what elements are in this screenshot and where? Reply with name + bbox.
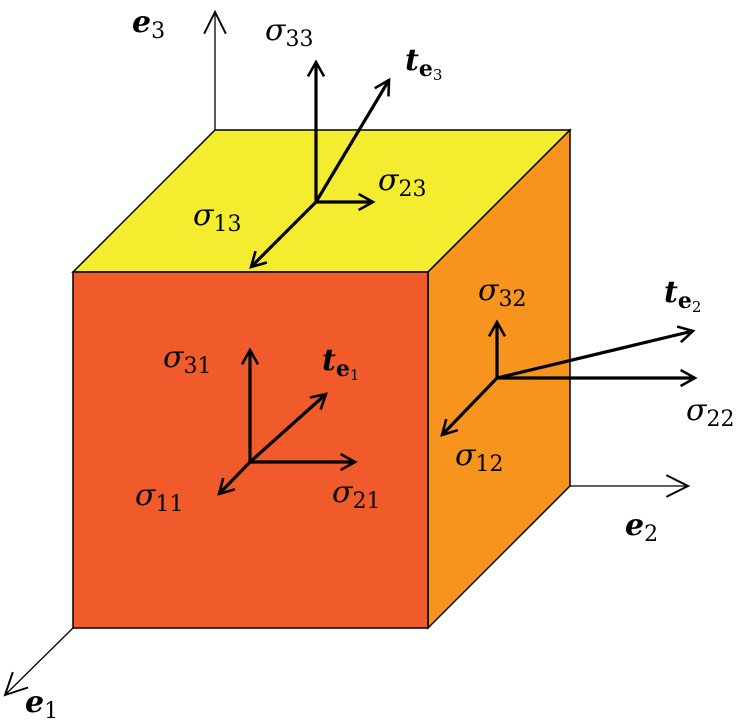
traction-e3-arrow: [314, 77, 391, 203]
sigma32-label: σ32: [478, 273, 526, 312]
sigma13-label: σ13: [193, 198, 241, 237]
sigma12-arrow: [440, 376, 499, 437]
sigma11-arrow: [217, 460, 252, 496]
e3-label: e3: [132, 5, 165, 44]
sigma13-arrow: [249, 200, 318, 269]
sigma23-label: σ23: [378, 163, 426, 202]
sigma21-label: σ21: [332, 475, 380, 514]
e1-axis: [5, 627, 74, 695]
sigma12-label: σ12: [455, 438, 503, 477]
traction-e2-arrow: [496, 325, 696, 380]
traction-e3-label: te3: [405, 43, 442, 84]
e2-label: e2: [625, 508, 658, 547]
sigma33-label: σ33: [265, 13, 313, 52]
sigma11-label: σ11: [135, 478, 183, 517]
sigma31-label: σ31: [163, 340, 211, 379]
e1-label: e1: [25, 685, 58, 723]
traction-e1-label: te1: [322, 343, 359, 384]
traction-e2-label: te2: [664, 275, 701, 316]
traction-e1-arrow: [248, 392, 328, 464]
sigma22-label: σ22: [686, 393, 734, 432]
